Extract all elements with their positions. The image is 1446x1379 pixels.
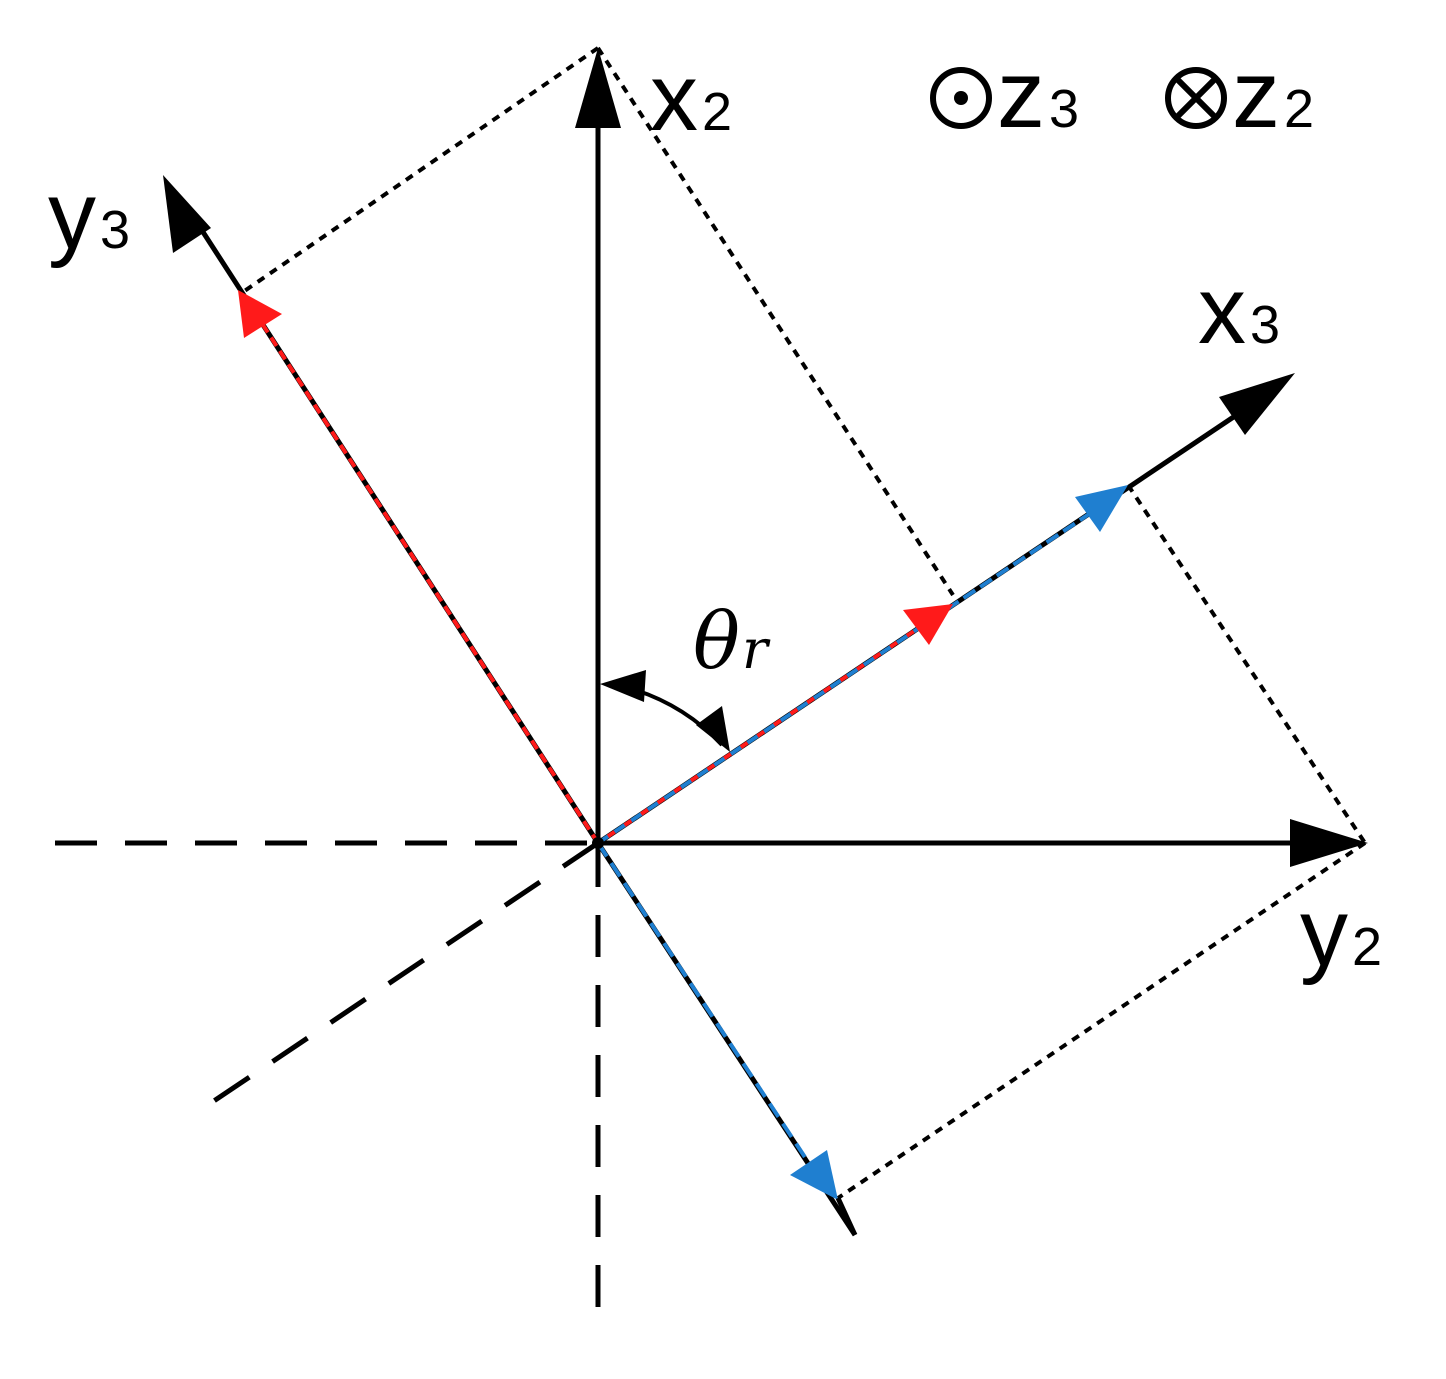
y3-arrowhead xyxy=(163,175,211,253)
y2-label: y2 xyxy=(1300,879,1382,986)
theta-label: θr xyxy=(693,597,771,687)
red-vector-y3 xyxy=(250,306,600,845)
origin-point xyxy=(592,837,604,849)
blue-vector-x3-arrowhead xyxy=(1075,485,1128,532)
dot-in-circle-icon xyxy=(930,67,992,129)
theta-arc-arrow-end xyxy=(696,706,730,752)
red-vector-x3 xyxy=(596,615,937,845)
x2-arrowhead xyxy=(575,48,621,128)
cross-in-circle-icon xyxy=(1165,67,1227,129)
y3-label: y3 xyxy=(48,162,130,269)
projection-lines xyxy=(241,46,1367,1200)
blue-vector-x3 xyxy=(596,498,1112,845)
red-vector-y3-arrowhead xyxy=(238,290,282,338)
x3-label: x3 xyxy=(1198,257,1280,364)
theta-arc-arrow-start xyxy=(600,670,646,702)
blue-vector-tip-tick xyxy=(835,1196,858,1237)
x3-arrowhead xyxy=(1219,373,1295,435)
dashed-diagonal-axis xyxy=(191,840,600,1118)
blue-vector-down-right xyxy=(596,841,822,1182)
z3-label: z3 xyxy=(997,41,1079,148)
z2-label: z2 xyxy=(1232,41,1314,148)
blue-vector-down-right-arrowhead xyxy=(790,1150,838,1200)
y2-arrowhead xyxy=(1290,819,1368,867)
x2-label: x2 xyxy=(650,44,732,151)
red-vector-x3-arrowhead xyxy=(903,604,953,645)
